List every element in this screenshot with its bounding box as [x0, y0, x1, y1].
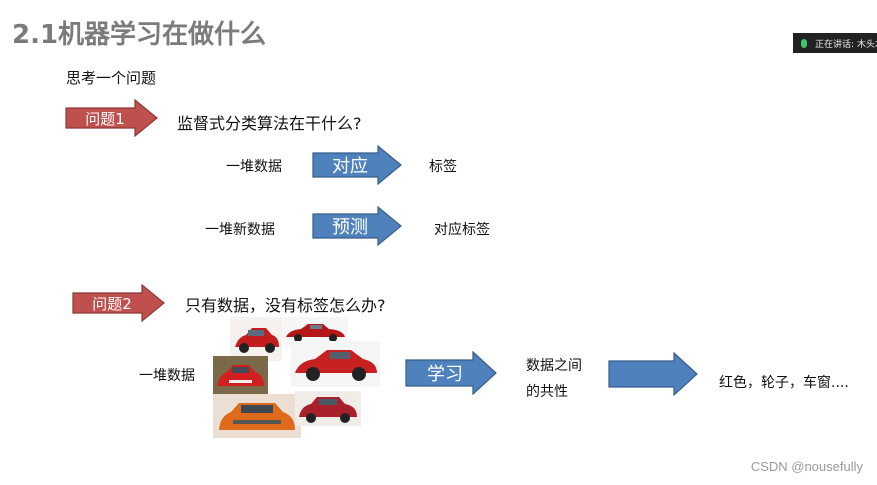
q2-left-text: 一堆数据: [139, 368, 195, 384]
row1-left-text: 一堆数据: [226, 159, 282, 175]
question1-badge: 问题1: [65, 99, 158, 137]
red-arrow-icon: [65, 99, 158, 137]
slide-title: 2.1机器学习在做什么: [12, 20, 267, 50]
car-image: [230, 317, 282, 361]
red-arrow-icon: [72, 284, 165, 322]
q2-right-text: 红色，轮子，车窗....: [719, 375, 849, 391]
row2-arrow: 预测: [312, 206, 402, 246]
question1-badge-label: 问题1: [85, 109, 125, 128]
question2-badge: 问题2: [72, 284, 165, 322]
car-image: [295, 391, 361, 426]
car-image: [213, 356, 268, 394]
recording-indicator: 正在讲话: 木头木: [793, 33, 877, 53]
csdn-watermark: CSDN @nousefully: [750, 459, 863, 474]
q2-middle-line1: 数据之间: [526, 358, 582, 374]
blue-arrow-icon: [312, 206, 402, 246]
row2-left-text: 一堆新数据: [205, 222, 275, 238]
car-image: [291, 341, 380, 387]
blue-arrow-icon: [608, 352, 698, 396]
question2-badge-label: 问题2: [92, 294, 132, 313]
row2-arrow-label: 预测: [332, 217, 368, 238]
result-arrow: [608, 352, 698, 396]
row1-arrow-label: 对应: [332, 156, 368, 177]
learn-arrow: 学习: [405, 351, 497, 395]
car-image: [213, 394, 301, 438]
row1-arrow: 对应: [312, 145, 402, 185]
learn-arrow-label: 学习: [427, 364, 463, 385]
question2-text: 只有数据，没有标签怎么办?: [185, 296, 386, 315]
row2-right-text: 对应标签: [434, 222, 490, 238]
blue-arrow-icon: [312, 145, 402, 185]
q2-middle-line2: 的共性: [526, 384, 568, 400]
question1-text: 监督式分类算法在干什么?: [177, 114, 362, 133]
row1-right-text: 标签: [429, 159, 457, 175]
blue-arrow-icon: [405, 351, 497, 395]
recording-text: 正在讲话: 木头木: [815, 39, 877, 50]
subtitle: 思考一个问题: [66, 69, 157, 87]
microphone-icon: [801, 38, 807, 48]
